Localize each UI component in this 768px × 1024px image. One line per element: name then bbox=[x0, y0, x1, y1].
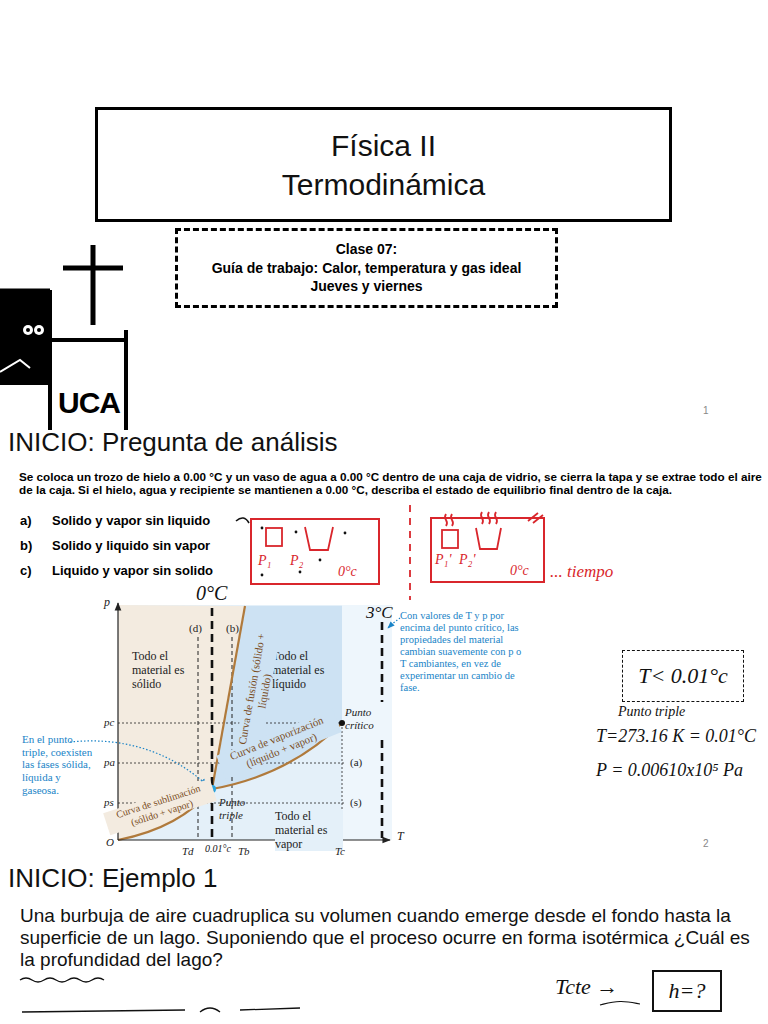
node-text: P₁ bbox=[258, 552, 271, 571]
node-text: h=? bbox=[669, 976, 706, 1006]
sketch-box: P₁ P₂ 0°c bbox=[250, 518, 380, 585]
phase-diagram bbox=[70, 603, 400, 840]
slide-text: Solido y liquido sin vapor bbox=[52, 539, 210, 554]
note-box: h=? bbox=[652, 970, 722, 1012]
handwritten-note: 3°C bbox=[366, 603, 393, 623]
figure-label: 1 bbox=[703, 405, 709, 417]
slide-text: Una burbuja de aire cuadruplica su volum… bbox=[20, 905, 760, 971]
handwritten-note: T=273.16 K = 0.01°C bbox=[596, 726, 756, 747]
figure-label: pc bbox=[104, 716, 114, 729]
figure-label: Todo el material es sólido bbox=[132, 650, 210, 691]
node-text: Jueves y viernes bbox=[310, 277, 422, 296]
sketch-box: P₁' P₂' 0°c bbox=[430, 517, 545, 583]
figure-label: (s) bbox=[350, 796, 362, 809]
figure-label: Tb bbox=[238, 845, 250, 858]
node-text: T< 0.01°c bbox=[638, 661, 728, 691]
slide-text: Se coloca un trozo de hielo a 0.00 °C y … bbox=[19, 470, 764, 497]
slide-text: a) bbox=[20, 514, 32, 529]
figure-label: Todo el material es líquido bbox=[272, 650, 342, 691]
node-text: Física II bbox=[331, 126, 436, 165]
figure-label: (d) bbox=[189, 622, 202, 635]
figure-label: Con valores de T y p por encima del punt… bbox=[400, 610, 528, 694]
figure-label: Tc bbox=[335, 845, 345, 858]
figure-label: (b) bbox=[226, 622, 239, 635]
figure-label: pa bbox=[104, 756, 115, 769]
figure-label: T bbox=[397, 830, 404, 844]
hand-underline bbox=[20, 978, 104, 982]
title-box: Clase 07:Guía de trabajo: Calor, tempera… bbox=[175, 228, 558, 308]
handwritten-note: ... tiempo bbox=[550, 562, 613, 582]
hand-dashed-line bbox=[212, 608, 382, 838]
node-text: 0°c bbox=[510, 562, 529, 581]
slide-text: Solido y vapor sin liquido bbox=[52, 514, 210, 529]
hand-stroke bbox=[600, 1001, 640, 1005]
slide-text: INICIO: Pregunta de análisis bbox=[8, 428, 338, 458]
node-text: Clase 07: bbox=[336, 240, 397, 259]
node-text: P₂' bbox=[459, 551, 475, 570]
handwritten-note: P = 0.00610x10⁵ Pa bbox=[596, 760, 743, 781]
slide-text: b) bbox=[20, 539, 32, 554]
figure-label: (a) bbox=[350, 756, 362, 769]
figure-label: p bbox=[104, 596, 110, 610]
hand-stroke bbox=[236, 518, 249, 523]
slide-text: c) bbox=[20, 564, 32, 579]
hand-stroke bbox=[22, 1008, 300, 1012]
figure-label: 2 bbox=[703, 838, 709, 850]
figure-label: Punto triple bbox=[219, 796, 259, 821]
handwritten-note: 0°C bbox=[196, 582, 227, 605]
slide-text: INICIO: Ejemplo 1 bbox=[8, 864, 218, 894]
figure-label: Todo el material es vapor bbox=[275, 810, 343, 851]
handwritten-note: Punto triple bbox=[618, 704, 685, 720]
node-text: Termodinámica bbox=[282, 165, 485, 204]
figure-label: En el punto triple, coexisten las fases … bbox=[22, 733, 94, 796]
title-box: Física IITermodinámica bbox=[95, 107, 672, 222]
figure-label: Td bbox=[182, 845, 194, 858]
node-text: Guía de trabajo: Calor, temperatura y ga… bbox=[212, 259, 522, 278]
handwritten-note: 0.01°c bbox=[205, 843, 231, 855]
node-text: 0°c bbox=[338, 563, 357, 582]
sketch-dots bbox=[261, 527, 347, 577]
slide-text: Liquido y vapor sin solido bbox=[52, 564, 213, 579]
university-logo bbox=[0, 245, 126, 430]
figure-label: Punto crítico bbox=[345, 706, 383, 731]
figure-label: ps bbox=[104, 796, 114, 809]
node-text: P₂ bbox=[290, 552, 303, 571]
node-text: P₁' bbox=[435, 551, 451, 570]
handwritten-note: Tcte → bbox=[555, 974, 618, 999]
note-box: T< 0.01°c bbox=[622, 650, 744, 702]
figure-label: O bbox=[106, 836, 114, 849]
figure-label: UCA bbox=[58, 386, 120, 421]
